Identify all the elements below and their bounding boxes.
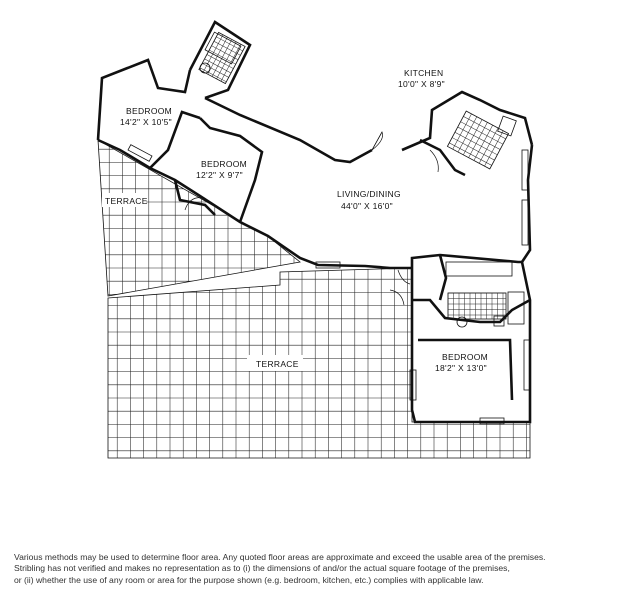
bath-tile-line	[211, 39, 233, 77]
disclaimer: Various methods may be used to determine…	[14, 552, 626, 586]
kitchen-tile-line	[489, 133, 509, 170]
master-bedroom-name: BEDROOM	[442, 352, 488, 362]
master-bedroom-dims: 18'2" X 13'0"	[435, 363, 487, 373]
bath-tile-line	[211, 45, 239, 60]
kitchen-tile-line	[468, 122, 488, 158]
bedroom1-name: BEDROOM	[126, 106, 172, 116]
disclaimer-line-1: Various methods may be used to determine…	[14, 552, 546, 562]
kitchen-tile-line	[484, 130, 504, 167]
fixtures	[199, 31, 525, 328]
floor-plan: KITCHEN 10'0" X 8'9" BEDROOM 14'2" X 10'…	[96, 20, 534, 459]
terrace-small-outline	[97, 139, 301, 297]
bath-tile-line	[213, 41, 241, 56]
terrace-small-grid	[98, 140, 300, 296]
bath-tile-line	[199, 67, 227, 83]
kitchen-tile-line	[449, 142, 492, 166]
terrace-small-name: TERRACE	[105, 196, 148, 206]
windows	[127, 144, 531, 425]
terrace-large-outline	[107, 267, 531, 459]
kitchen-tile-line	[463, 119, 483, 155]
bath-tile-line	[209, 49, 236, 65]
terrace-large-name: TERRACE	[256, 359, 299, 369]
kitchen-name: KITCHEN	[404, 68, 443, 78]
bath-tile-line	[216, 36, 243, 52]
bath-tile-line	[218, 32, 246, 47]
kitchen-tile-line	[447, 110, 467, 147]
kitchen-tile-line	[478, 127, 499, 164]
kitchen-tile-line	[457, 116, 478, 153]
kitchen-tile-line	[473, 125, 493, 161]
kitchen-tile-floor	[446, 110, 510, 170]
master-bath-tile-floor	[447, 292, 507, 320]
bath-tile-line	[206, 54, 234, 69]
bath-tile-line	[220, 44, 241, 82]
living-dining-dims: 44'0" X 16'0"	[341, 201, 393, 211]
apartment-walls	[96, 20, 534, 424]
bedroom2-dims: 12'2" X 9'7"	[196, 170, 243, 180]
living-dining-name: LIVING/DINING	[337, 189, 401, 199]
kitchen-tile-line	[454, 132, 498, 156]
bath-tile-line	[202, 63, 229, 78]
kitchen-tile-line	[457, 126, 501, 150]
kitchen-dims: 10'0" X 8'9"	[398, 79, 445, 89]
disclaimer-line-3: or (ii) whether the use of any room or a…	[14, 574, 484, 585]
bath-tile-line	[207, 36, 228, 75]
kitchen-tile-line	[463, 116, 506, 140]
kitchen-tile-line	[452, 113, 472, 150]
kitchen-tile-line	[466, 110, 509, 134]
bedroom1-dims: 14'2" X 10'5"	[120, 117, 172, 127]
bath-tile-floor	[198, 31, 246, 85]
bedroom2-name: BEDROOM	[201, 159, 247, 169]
disclaimer-line-2: Stribling has not verified and makes no …	[14, 563, 510, 574]
doors	[184, 131, 439, 306]
kitchen-tile-line	[460, 121, 504, 145]
kitchen-tile-line	[451, 137, 495, 161]
bath-tile-line	[204, 58, 232, 74]
